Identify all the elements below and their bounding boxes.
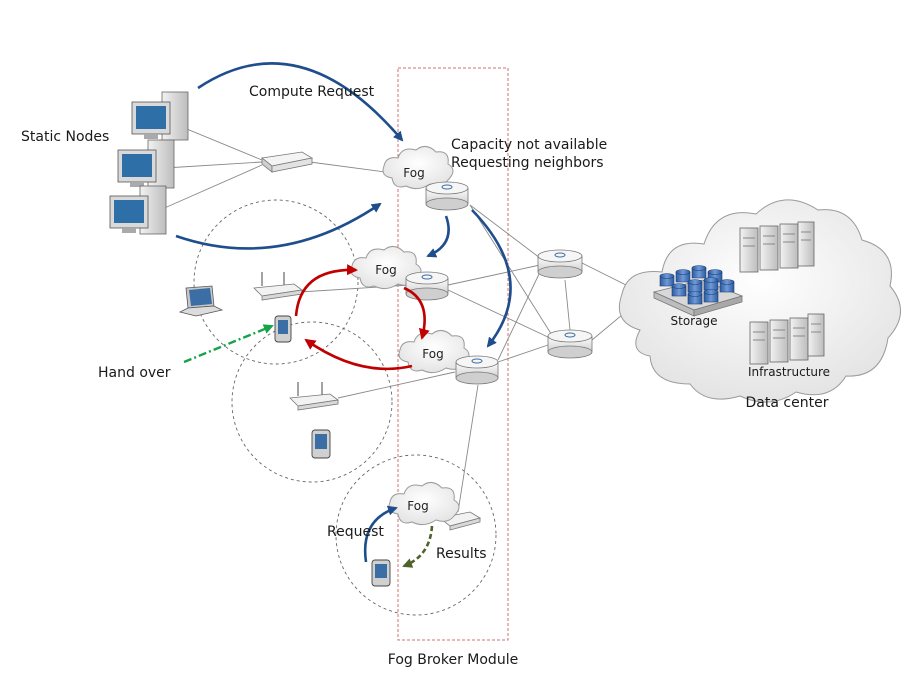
router-icon xyxy=(537,249,583,279)
capacity-label-line1: Capacity not available xyxy=(451,137,607,153)
fog-to-device-arrow xyxy=(304,338,413,371)
wireless-cell-3 xyxy=(335,454,497,616)
data-center-label: Data center xyxy=(746,395,829,411)
results-label: Results xyxy=(436,546,487,562)
switch-icon xyxy=(261,151,314,173)
fog-label: Fog xyxy=(375,263,396,277)
computer-icon xyxy=(117,139,175,189)
computer-icon xyxy=(131,91,189,141)
access-point-icon xyxy=(289,382,340,411)
data-center-cloud xyxy=(618,199,901,403)
capacity-label-line2: Requesting neighbors xyxy=(451,155,604,171)
router-icon xyxy=(425,181,469,211)
fog-label: Fog xyxy=(422,347,443,361)
router-icon xyxy=(547,329,593,359)
hand-over-arrow xyxy=(183,324,274,364)
router-icon xyxy=(405,271,449,301)
fog-broker-module-boundary xyxy=(397,67,509,641)
infrastructure-icon xyxy=(749,313,825,365)
request-arrow xyxy=(363,505,398,563)
access-point-icon xyxy=(439,511,482,531)
storage-icon xyxy=(652,265,744,317)
compute-request-label: Compute Request xyxy=(249,84,375,100)
results-arrow xyxy=(402,525,434,568)
fog-node-2: Fog xyxy=(350,246,422,290)
fog-broker-module-label: Fog Broker Module xyxy=(388,652,518,668)
request-label: Request xyxy=(327,524,384,540)
fog-to-fog-arrow xyxy=(403,286,430,340)
infrastructure-label: Infrastructure xyxy=(748,365,830,379)
wireless-cell-2 xyxy=(231,321,393,483)
mobile-device-icon xyxy=(311,429,331,459)
fog-label: Fog xyxy=(407,499,428,513)
static-to-fog-arrow xyxy=(175,202,382,250)
computer-icon xyxy=(109,185,167,235)
storage-label: Storage xyxy=(671,314,718,328)
mobile-device-icon xyxy=(371,559,391,587)
fog-node-4: Fog xyxy=(388,482,460,526)
server-rack-icon xyxy=(739,221,815,273)
compute-request-arrow xyxy=(197,62,404,142)
mobile-device-icon xyxy=(274,315,292,343)
hand-over-label: Hand over xyxy=(98,365,171,381)
static-nodes-label: Static Nodes xyxy=(21,129,109,145)
handover-to-fog-arrow xyxy=(294,264,358,317)
wireless-cell-1 xyxy=(193,199,359,365)
fog-label: Fog xyxy=(403,166,424,180)
fog-node-1: Fog xyxy=(382,146,454,190)
access-point-icon xyxy=(253,272,304,301)
router-icon xyxy=(455,355,499,385)
laptop-icon xyxy=(178,285,224,317)
neighbor-request-arrow xyxy=(426,215,450,258)
neighbor-forward-arrow xyxy=(471,209,512,348)
fog-node-3: Fog xyxy=(398,330,470,374)
